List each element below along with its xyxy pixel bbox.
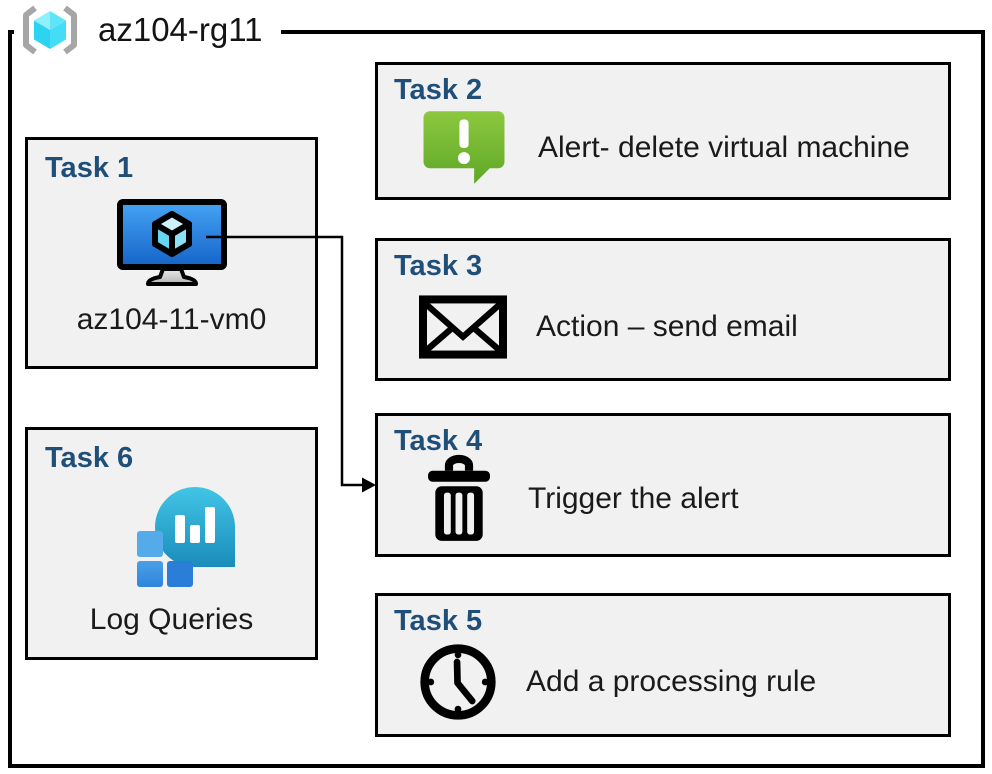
resource-group-icon xyxy=(23,5,77,55)
task-title: Task 6 xyxy=(45,442,134,474)
task-box-4: Task 4 Trigger the alert xyxy=(375,413,951,557)
task-box-5: Task 5 Add a processing rule xyxy=(375,593,951,737)
task-title: Task 3 xyxy=(394,250,483,282)
resource-group-header: az104-rg11 xyxy=(14,2,281,58)
task-box-3: Task 3 Action – send email xyxy=(375,238,951,381)
task-label: Add a processing rule xyxy=(526,665,817,699)
clock-icon xyxy=(420,644,496,720)
email-icon xyxy=(419,295,507,359)
task-title: Task 5 xyxy=(394,605,483,637)
task-title: Task 2 xyxy=(394,74,483,106)
virtual-machine-icon xyxy=(116,199,227,287)
log-queries-icon xyxy=(137,487,235,588)
task-label: az104-11-vm0 xyxy=(76,303,267,337)
task-label: Alert- delete virtual machine xyxy=(538,131,910,165)
resource-group-title: az104-rg11 xyxy=(98,11,263,48)
trash-icon xyxy=(428,455,490,542)
task-title: Task 1 xyxy=(45,152,134,184)
task-box-1: Task 1 az104-11-vm0 xyxy=(25,137,318,369)
task-label: Trigger the alert xyxy=(528,482,739,516)
task-title: Task 4 xyxy=(394,425,483,457)
task-label: Action – send email xyxy=(536,309,798,343)
task-box-6: Task 6 Log Queries xyxy=(25,427,318,660)
task-box-2: Task 2 Alert- delete virtual machine xyxy=(375,62,951,200)
task-label: Log Queries xyxy=(89,603,254,637)
alert-icon xyxy=(423,111,505,185)
